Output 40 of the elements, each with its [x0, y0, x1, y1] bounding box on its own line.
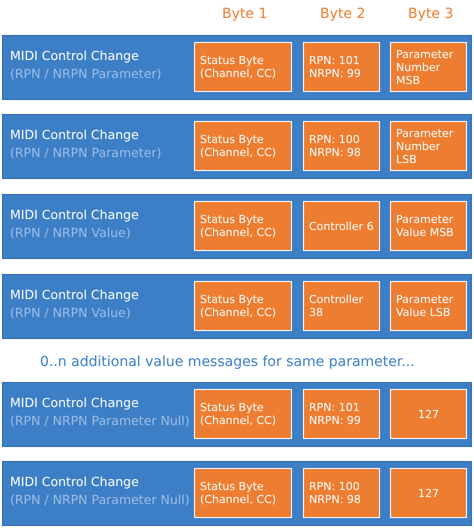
byte-box: RPN: 101 NRPN: 99: [303, 42, 380, 92]
byte-box: 127: [390, 468, 467, 518]
byte-box: Controller 6: [303, 201, 380, 251]
note-text: 0..n additional value messages for same parameter...: [40, 354, 415, 370]
byte-box: Parameter Number LSB: [390, 121, 467, 171]
message-subtitle: (RPN / NRPN Parameter): [10, 66, 162, 81]
message-title: MIDI Control Change: [10, 287, 139, 302]
message-title: MIDI Control Change: [10, 474, 139, 489]
byte-box: Parameter Number MSB: [390, 42, 467, 92]
message-band: [2, 461, 472, 526]
message-title: MIDI Control Change: [10, 207, 139, 222]
message-band: [2, 35, 472, 100]
byte-box: RPN: 101 NRPN: 99: [303, 389, 380, 439]
message-subtitle: (RPN / NRPN Parameter): [10, 145, 162, 160]
message-subtitle: (RPN / NRPN Parameter Null): [10, 413, 190, 428]
byte-box: Parameter Value LSB: [390, 281, 467, 331]
message-band: [2, 382, 472, 447]
message-band: [2, 194, 472, 259]
byte-box: Status Byte (Channel, CC): [194, 201, 292, 251]
column-heading: Byte 3: [408, 6, 454, 22]
byte-box: RPN: 100 NRPN: 98: [303, 468, 380, 518]
byte-box: Parameter Value MSB: [390, 201, 467, 251]
byte-box: Status Byte (Channel, CC): [194, 468, 292, 518]
message-title: MIDI Control Change: [10, 48, 139, 63]
byte-box: Status Byte (Channel, CC): [194, 281, 292, 331]
column-heading: Byte 2: [320, 6, 366, 22]
message-title: MIDI Control Change: [10, 127, 139, 142]
byte-box: Status Byte (Channel, CC): [194, 389, 292, 439]
message-subtitle: (RPN / NRPN Parameter Null): [10, 492, 190, 507]
byte-box: Controller 38: [303, 281, 380, 331]
message-subtitle: (RPN / NRPN Value): [10, 305, 131, 320]
byte-box: Status Byte (Channel, CC): [194, 42, 292, 92]
byte-box: Status Byte (Channel, CC): [194, 121, 292, 171]
column-heading: Byte 1: [222, 6, 268, 22]
byte-box: RPN: 100 NRPN: 98: [303, 121, 380, 171]
message-band: [2, 114, 472, 179]
message-subtitle: (RPN / NRPN Value): [10, 225, 131, 240]
message-title: MIDI Control Change: [10, 395, 139, 410]
message-band: [2, 274, 472, 339]
byte-box: 127: [390, 389, 467, 439]
